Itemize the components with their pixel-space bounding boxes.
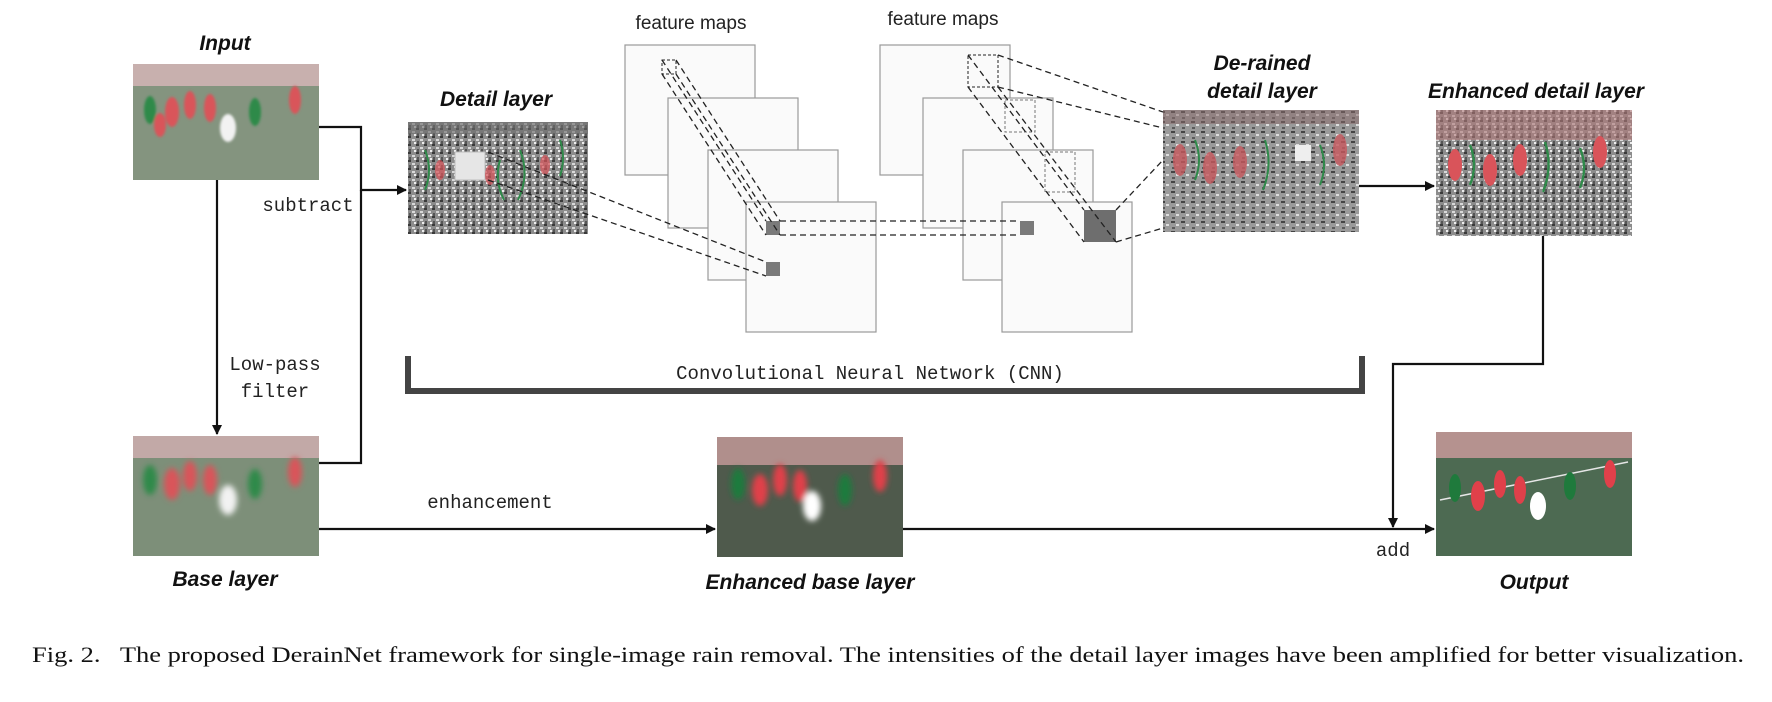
enhancement-label: enhancement [427,492,552,514]
derained-label-line2: detail layer [1207,80,1319,103]
detail-layer-image [408,122,588,234]
feature-maps-group-1 [624,44,877,333]
feature-maps-label-2: feature maps [888,9,999,30]
lowpass-label-line2: filter [241,381,309,403]
subtract-label: subtract [262,195,353,217]
feature-maps-label-1: feature maps [636,13,747,34]
figure-caption: Fig. 2. The proposed DerainNet framework… [32,642,1744,667]
enhanced-base-layer-label: Enhanced base layer [706,571,917,594]
base-layer-label: Base layer [172,568,279,591]
cnn-connectors [487,54,1164,277]
lowpass-label-line1: Low-pass [229,354,320,376]
feature-maps-group-2 [879,44,1133,333]
enhanced-base-layer-image [717,437,903,557]
cnn-bracket [405,356,1365,394]
base-layer-image [133,436,319,556]
add-label: add [1376,540,1410,562]
enhanced-detail-layer-label: Enhanced detail layer [1428,80,1646,103]
cnn-label: Convolutional Neural Network (CNN) [676,363,1064,385]
flow-arrows [212,125,1545,534]
output-label: Output [1500,571,1570,594]
input-image [133,64,319,180]
enhanced-detail-layer-image [1436,110,1632,236]
derained-detail-layer-image [1163,110,1359,232]
output-image [1436,432,1632,556]
derained-label-line1: De-rained [1214,52,1312,75]
detail-layer-label: Detail layer [440,88,554,111]
input-label: Input [199,32,251,55]
